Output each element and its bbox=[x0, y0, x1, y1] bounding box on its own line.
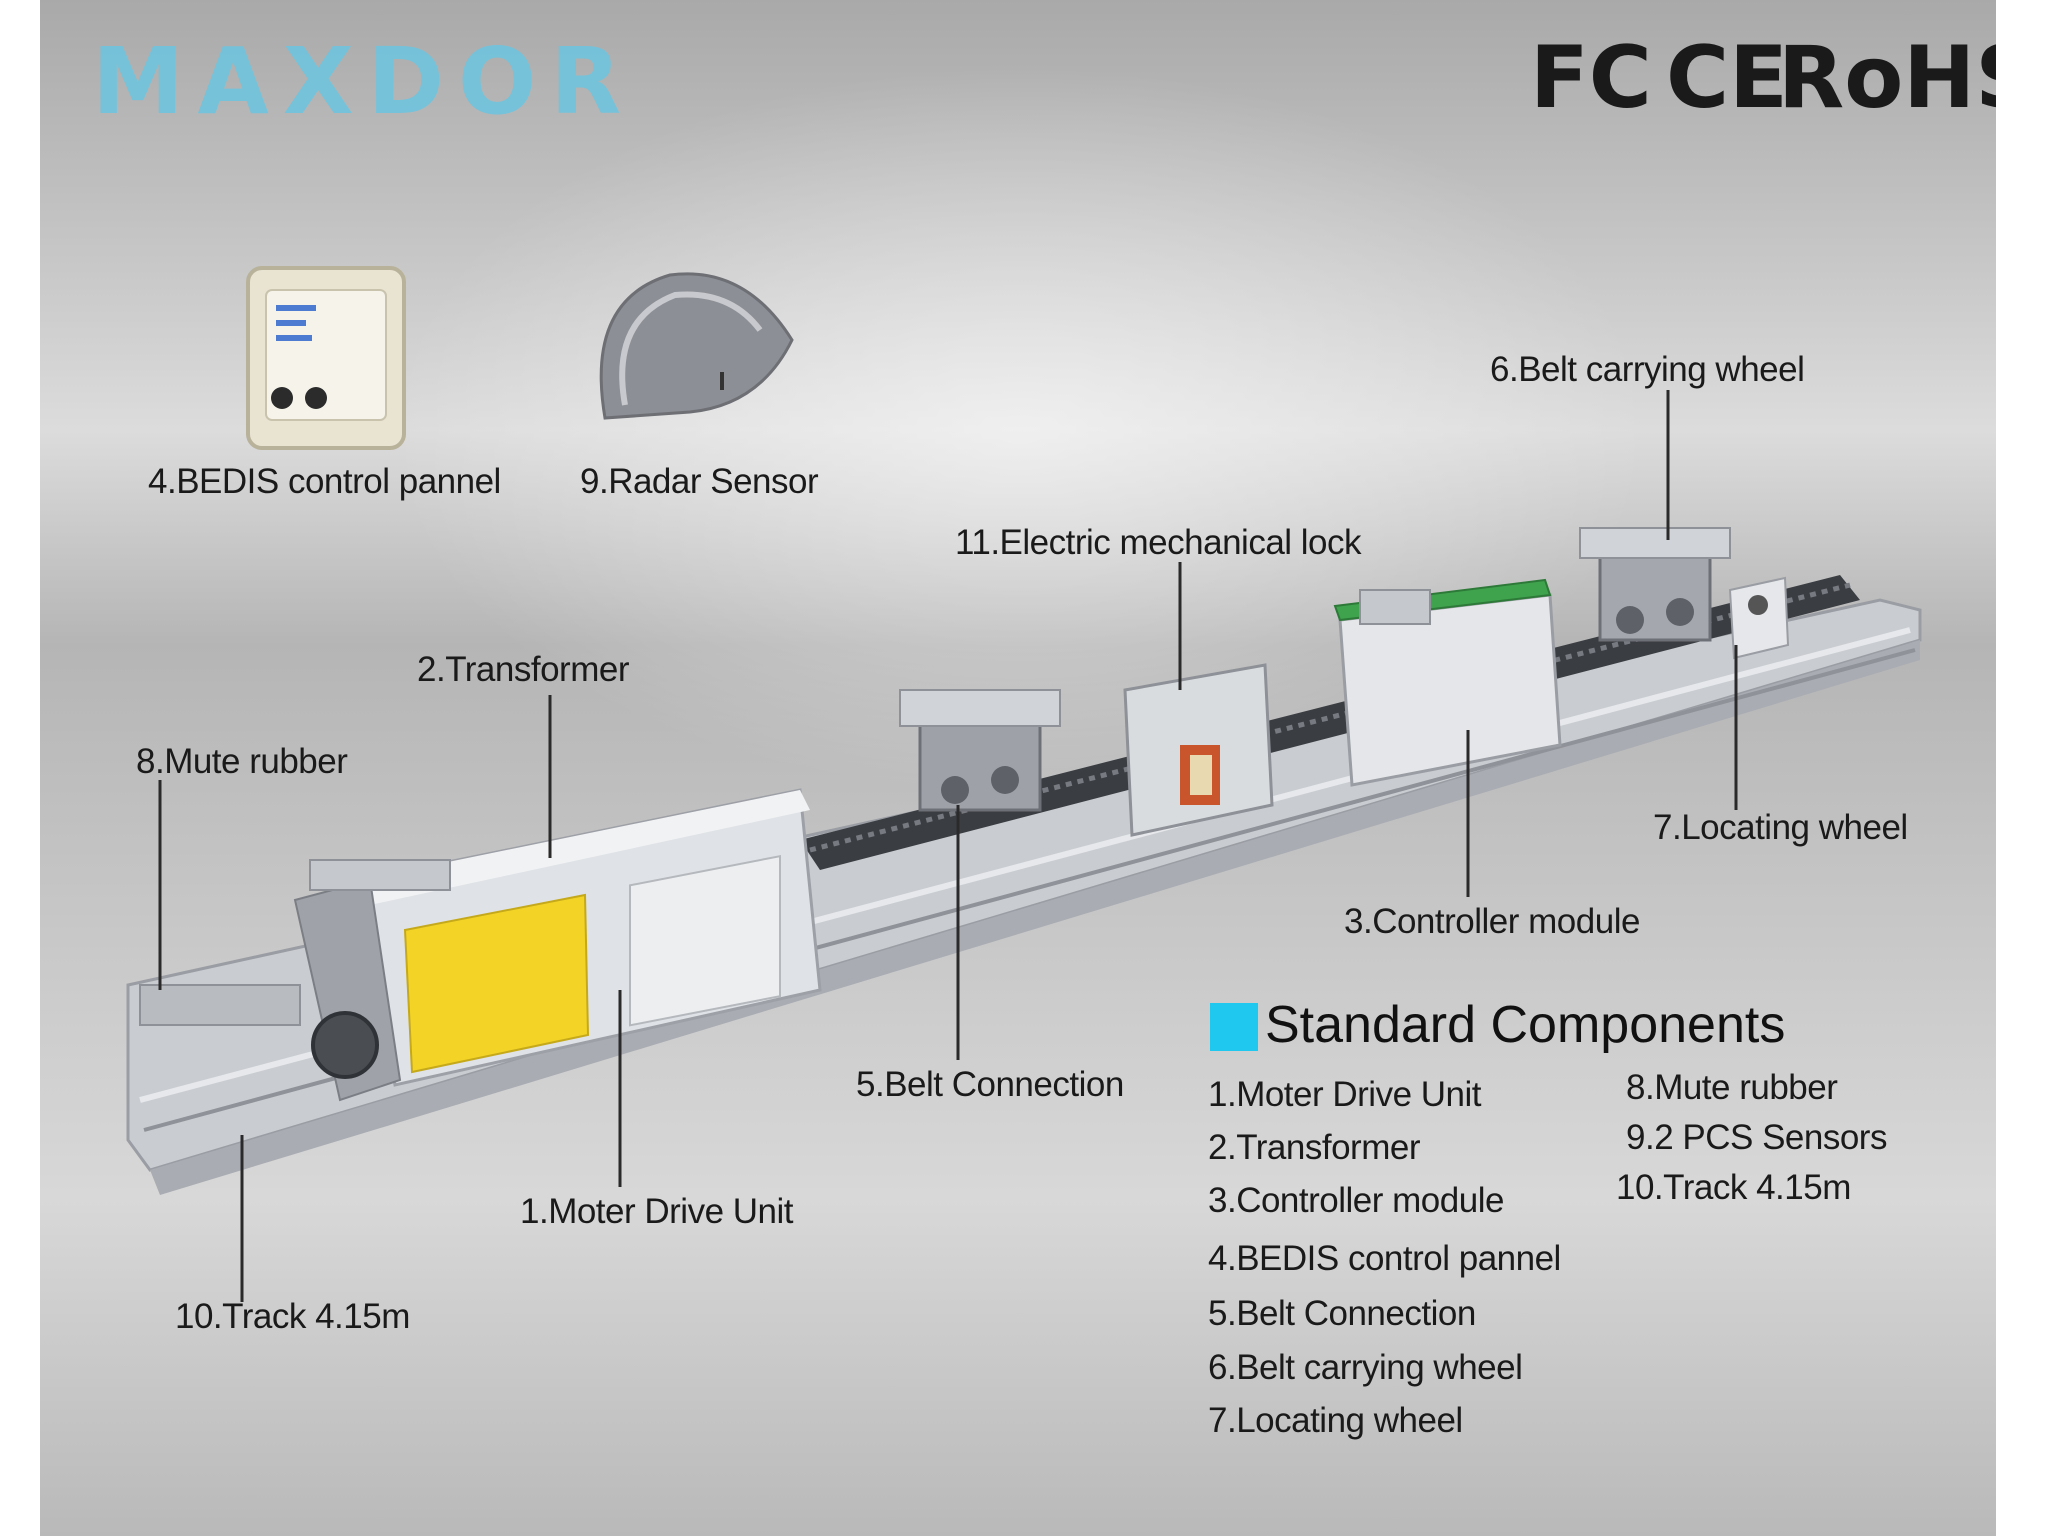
belt-carrying-wheel-carriage bbox=[1579, 527, 1731, 642]
diagram-stage: MAXDOR FC CE RoHS 4.BEDIS control pannel… bbox=[40, 0, 1996, 1536]
electric-lock-callout: 11.Electric mechanical lock bbox=[955, 523, 1362, 562]
callout-leader-lines bbox=[158, 390, 1738, 1302]
rohs-certification-mark: RoHS bbox=[1778, 28, 1996, 128]
spec-item: 9.2 PCS Sensors bbox=[1626, 1118, 1887, 1157]
track-callout: 10.Track 4.15m bbox=[175, 1297, 410, 1336]
control-panel-image bbox=[246, 266, 406, 450]
mute-rubber-callout: 8.Mute rubber bbox=[136, 742, 348, 781]
belt-connection-carriage bbox=[899, 689, 1061, 812]
standard-components-title: Standard Components bbox=[1265, 996, 1786, 1054]
locating-wheel-plate bbox=[1728, 576, 1790, 660]
ce-certification-mark: CE bbox=[1666, 28, 1788, 128]
controller-module-unit bbox=[1333, 578, 1562, 787]
maxdor-logo: MAXDOR bbox=[92, 28, 636, 135]
transformer-callout: 2.Transformer bbox=[417, 650, 629, 689]
locating-wheel-callout: 7.Locating wheel bbox=[1653, 808, 1908, 847]
spec-item: 10.Track 4.15m bbox=[1616, 1168, 1851, 1207]
spec-item: 6.Belt carrying wheel bbox=[1208, 1348, 1523, 1387]
motor-drive-unit-callout: 1.Moter Drive Unit bbox=[520, 1192, 794, 1231]
belt-carrying-wheel-callout: 6.Belt carrying wheel bbox=[1490, 350, 1805, 389]
spec-item: 7.Locating wheel bbox=[1208, 1401, 1463, 1440]
product-illustration bbox=[126, 266, 1922, 1302]
belt-connection-callout: 5.Belt Connection bbox=[856, 1065, 1124, 1104]
spec-item: 8.Mute rubber bbox=[1626, 1068, 1838, 1107]
radar-sensor-image bbox=[599, 272, 794, 420]
motor-transformer-housing bbox=[139, 788, 822, 1102]
spec-item: 2.Transformer bbox=[1208, 1128, 1420, 1167]
spec-item: 1.Moter Drive Unit bbox=[1208, 1075, 1482, 1114]
spec-item: 3.Controller module bbox=[1208, 1181, 1504, 1220]
standard-components-swatch bbox=[1210, 1003, 1258, 1051]
spec-item: 5.Belt Connection bbox=[1208, 1294, 1476, 1333]
electric-lock-unit bbox=[1123, 663, 1274, 837]
control-panel-label: 4.BEDIS control pannel bbox=[148, 462, 501, 501]
fc-certification-mark: FC bbox=[1530, 28, 1652, 128]
radar-sensor-label: 9.Radar Sensor bbox=[580, 462, 819, 501]
controller-module-callout: 3.Controller module bbox=[1344, 902, 1640, 941]
spec-item: 4.BEDIS control pannel bbox=[1208, 1239, 1561, 1278]
